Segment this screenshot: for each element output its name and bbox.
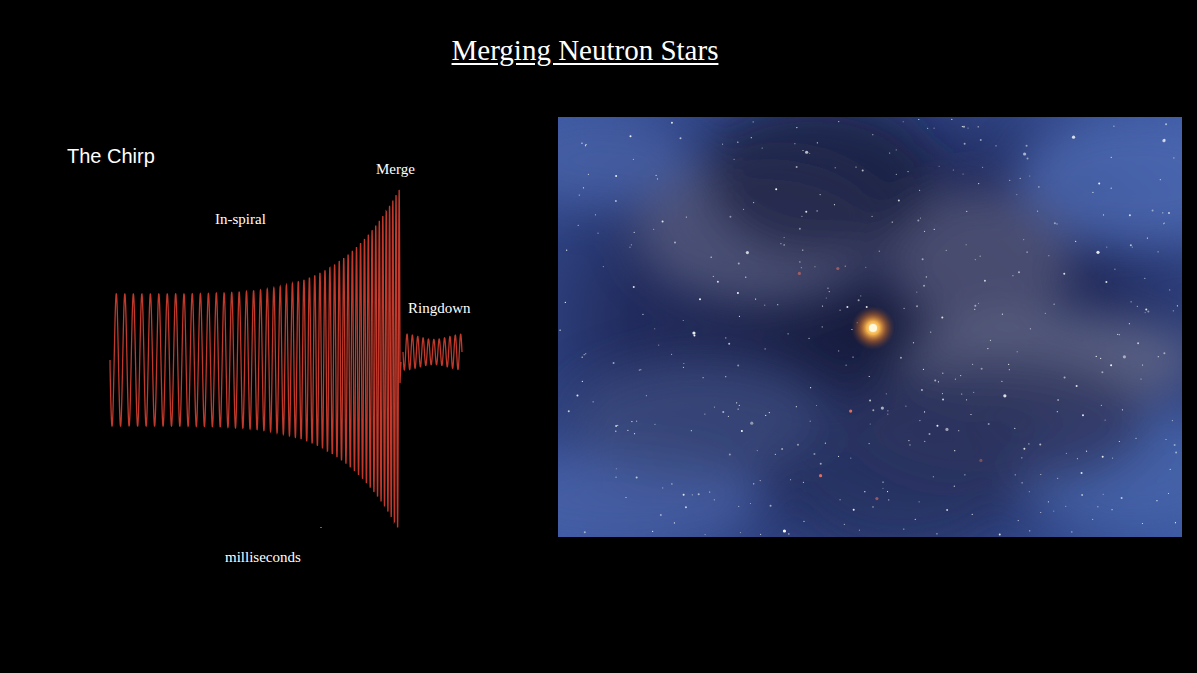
slide-title: Merging Neutron Stars bbox=[452, 34, 719, 67]
heading-label: The Chirp bbox=[67, 145, 155, 168]
phase-label: Ringdown bbox=[408, 300, 471, 317]
merger-glow bbox=[851, 306, 895, 350]
axis-label: milliseconds bbox=[225, 549, 301, 566]
phase-label: In-spiral bbox=[215, 211, 266, 228]
phase-label: Merge bbox=[376, 161, 415, 178]
night-sky-image bbox=[558, 117, 1182, 537]
chirp-waveform bbox=[110, 190, 462, 528]
